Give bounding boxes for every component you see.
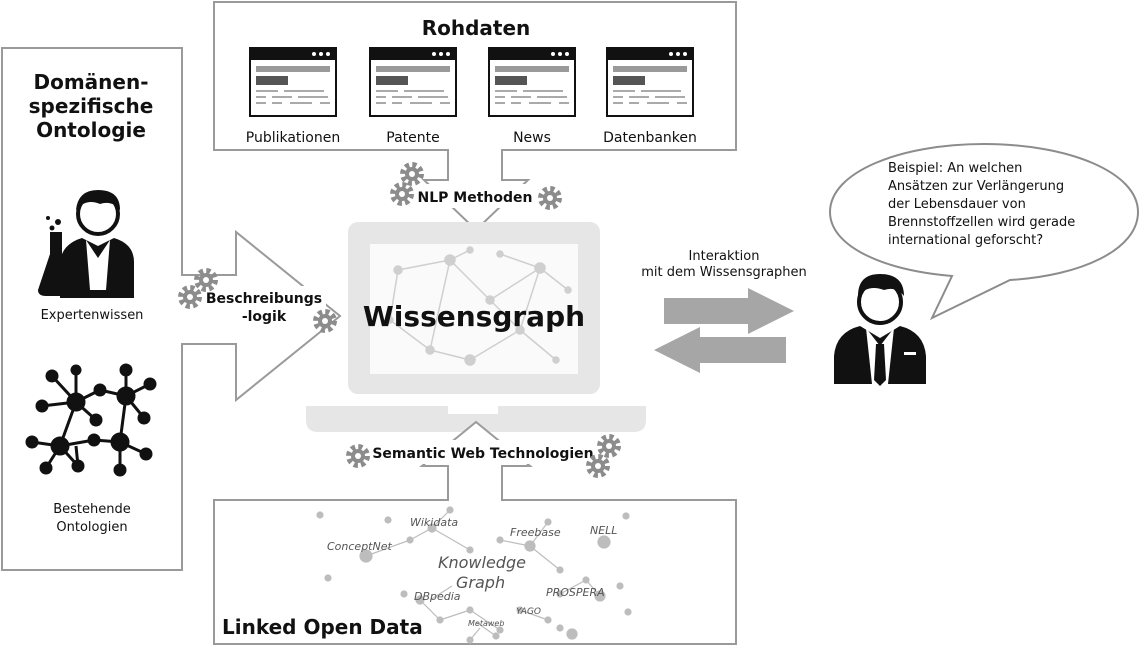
ontology-panel <box>1 47 342 571</box>
gear-icon <box>349 447 367 465</box>
ontology-network-icon <box>25 363 157 477</box>
ontology-title-line-1: Domänen- <box>33 70 148 94</box>
lod-label-graph: Graph <box>456 573 505 592</box>
expert-label: Expertenwissen <box>41 308 144 323</box>
semantic-web-label-box <box>372 440 620 464</box>
source-label-patente: Patente <box>386 130 439 146</box>
nlp-methods-label: NLP Methoden <box>418 190 533 206</box>
bubble-text-line-5: international geforscht? <box>888 233 1043 248</box>
gear-icon <box>403 165 421 183</box>
arrow-left-icon <box>654 327 786 373</box>
semantic-web-label: Semantic Web Technologien <box>372 446 593 462</box>
lod-label-prospera: PROSPERA <box>546 586 605 599</box>
linked-open-data-title: Linked Open Data <box>222 615 423 639</box>
lod-label-conceptnet: ConceptNet <box>327 540 392 553</box>
database-document-icon <box>606 47 694 117</box>
lod-label-knowledge: Knowledge <box>438 553 526 572</box>
lod-label-dbpedia: DBpedia <box>414 590 461 603</box>
linked-open-data-panel <box>213 420 737 645</box>
description-logic-label-line-2: -logik <box>242 309 287 325</box>
gear-icon <box>541 189 559 207</box>
lod-label-wikidata: Wikidata <box>410 516 458 529</box>
ontology-title-line-3: Ontologie <box>36 118 146 142</box>
businessman-user-icon <box>834 274 926 386</box>
bubble-text-line-1: Beispiel: An welchen <box>888 161 1022 176</box>
lod-label-nell: NELL <box>590 524 617 537</box>
description-logic-label-line-1: Beschreibungs <box>206 291 322 307</box>
bubble-text-line-4: Brennstoffzellen wird gerade <box>888 215 1075 230</box>
lod-label-yago: YAGO <box>516 607 541 617</box>
news-document-icon <box>488 47 576 117</box>
expert-scientist-icon <box>38 190 134 298</box>
patent-document-icon <box>369 47 457 117</box>
description-logic-label-box <box>200 286 326 326</box>
linked-open-data-cloud <box>316 506 632 644</box>
arrow-right-icon <box>664 288 794 334</box>
source-label-datenbanken: Datenbanken <box>603 130 697 146</box>
bubble-text-line-3: der Lebensdauer von <box>888 197 1026 212</box>
source-label-publikationen: Publikationen <box>246 130 340 146</box>
source-label-news: News <box>513 130 551 146</box>
rohdaten-title: Rohdaten <box>422 16 531 40</box>
publication-document-icon <box>249 47 337 117</box>
knowledge-graph-background <box>386 246 572 366</box>
bubble-text-line-2: Ansätzen zur Verlängerung <box>888 179 1064 194</box>
interaction-label-line-2: mit dem Wissensgraphen <box>641 265 807 280</box>
lod-label-freebase: Freebase <box>510 526 561 539</box>
ontologies-label-line-2: Ontologien <box>56 520 127 535</box>
ontology-title-line-2: spezifische <box>29 94 154 118</box>
wissensgraph-title: Wissensgraph <box>363 300 585 333</box>
interaction-label-line-1: Interaktion <box>689 249 760 264</box>
nlp-label-box <box>410 184 534 208</box>
ontologies-label-line-1: Bestehende <box>53 502 131 517</box>
gear-icon <box>393 185 411 203</box>
speech-bubble <box>828 142 1140 321</box>
lod-label-metaweb: Metaweb <box>468 619 504 628</box>
